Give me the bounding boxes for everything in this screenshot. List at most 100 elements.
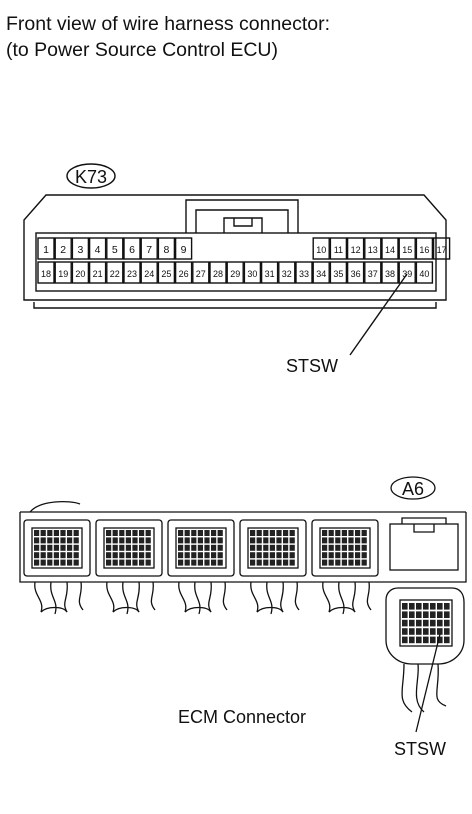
k73-pin-cell <box>432 237 451 260</box>
k73-pin-cell <box>88 237 107 260</box>
a6-pin <box>444 636 450 644</box>
a6-pin <box>423 619 429 627</box>
k73-pin-number: 2 <box>60 244 66 256</box>
ecm-pin <box>328 544 334 551</box>
ecm-pin <box>119 559 125 566</box>
ecm-pin <box>335 530 341 536</box>
ecm-block <box>239 519 307 577</box>
k73-latch-key <box>233 218 253 227</box>
ecm-pin <box>119 544 125 551</box>
ecm-pin <box>263 530 269 536</box>
ecm-pin <box>53 559 59 566</box>
ecm-pin <box>335 559 341 566</box>
ecm-pin <box>256 544 262 551</box>
ecm-block <box>167 519 235 577</box>
ecm-pin <box>263 537 269 544</box>
k73-pin-number: 4 <box>95 244 101 256</box>
k73-pin-cell <box>209 261 227 284</box>
ecm-pin <box>67 537 73 544</box>
ecm-pin <box>263 559 269 566</box>
a6-pin <box>430 636 436 644</box>
k73-pin-cell <box>364 237 382 260</box>
k73-latch-frame <box>185 199 299 233</box>
ecm-pin <box>34 537 40 544</box>
k73-pin-number: 22 <box>110 269 120 279</box>
k73-pin-number: 24 <box>144 269 154 279</box>
ecm-pin <box>204 559 210 566</box>
ecm-pin <box>328 552 334 559</box>
ecm-pin <box>67 552 73 559</box>
ecm-wire-loop <box>328 606 356 613</box>
ecm-pin <box>341 537 347 544</box>
ecm-pin <box>53 544 59 551</box>
ecm-pin <box>47 537 53 544</box>
ecm-pin <box>348 544 354 551</box>
a6-pin <box>430 628 436 635</box>
ecm-pin <box>355 544 361 551</box>
ecm-pin <box>283 552 289 559</box>
ecm-pin <box>322 530 328 536</box>
ecm-pin <box>67 544 73 551</box>
ecm-pin <box>178 537 184 544</box>
a6-pin <box>409 628 415 635</box>
k73-pin-cell <box>106 237 124 260</box>
ecm-pin <box>283 530 289 536</box>
ecm-pin <box>256 552 262 559</box>
ecm-pin <box>178 552 184 559</box>
ecm-pin <box>132 544 138 551</box>
k73-pin-cell <box>106 261 124 284</box>
k73-pin-cell <box>192 261 210 284</box>
k73-pin-number: 5 <box>112 244 118 256</box>
ecm-pin <box>217 559 223 566</box>
ecm-pin <box>47 552 53 559</box>
ecm-pin <box>178 559 184 566</box>
k73-pin-number: 25 <box>161 269 171 279</box>
a6-pin <box>423 636 429 644</box>
ecm-pin <box>217 552 223 559</box>
k73-pin-number: 17 <box>437 245 447 255</box>
k73-pin-cell <box>123 237 141 260</box>
k73-pin-number: 10 <box>316 245 326 255</box>
a6-pin <box>402 636 408 644</box>
k73-housing <box>23 194 447 301</box>
ecm-pin <box>40 544 46 551</box>
k73-pin-number: 26 <box>179 269 189 279</box>
k73-pin-cell <box>364 261 382 284</box>
ecm-connector-label: ECM Connector <box>178 707 306 727</box>
ecm-pin <box>73 544 79 551</box>
ecm-pin <box>184 537 190 544</box>
ecm-pin <box>211 544 217 551</box>
ecm-pin <box>53 552 59 559</box>
ecm-pin <box>60 559 66 566</box>
ecm-pin <box>341 544 347 551</box>
ecm-pin <box>348 552 354 559</box>
ecm-pin <box>60 537 66 544</box>
k73-pin-number: 37 <box>368 269 378 279</box>
ecm-pin <box>204 552 210 559</box>
ecm-pin <box>211 552 217 559</box>
ecm-pin <box>47 544 53 551</box>
ecm-pin <box>145 537 151 544</box>
ecm-pin <box>132 537 138 544</box>
ecm-pin <box>184 559 190 566</box>
k73-pin-number: 16 <box>419 245 429 255</box>
a6-pin <box>423 611 429 618</box>
k73-pin-number: 36 <box>351 269 361 279</box>
ecm-pin <box>145 530 151 536</box>
ecm-pin <box>125 552 131 559</box>
ecm-wire-loop <box>184 606 212 613</box>
ecm-pin <box>119 537 125 544</box>
k73-pin-number: 7 <box>146 244 152 256</box>
ecm-pin <box>211 537 217 544</box>
ecm-pin <box>348 559 354 566</box>
k73-pin-cell <box>278 261 296 284</box>
ecm-pin <box>204 530 210 536</box>
ecm-pin <box>178 544 184 551</box>
ecm-pin <box>197 544 203 551</box>
ecm-pin <box>139 530 145 536</box>
ecm-pin <box>184 544 190 551</box>
a6-pin <box>437 611 443 618</box>
k73-pin-number: 9 <box>181 244 187 256</box>
ecm-pin <box>250 544 256 551</box>
k73-pin-cell <box>398 237 416 260</box>
